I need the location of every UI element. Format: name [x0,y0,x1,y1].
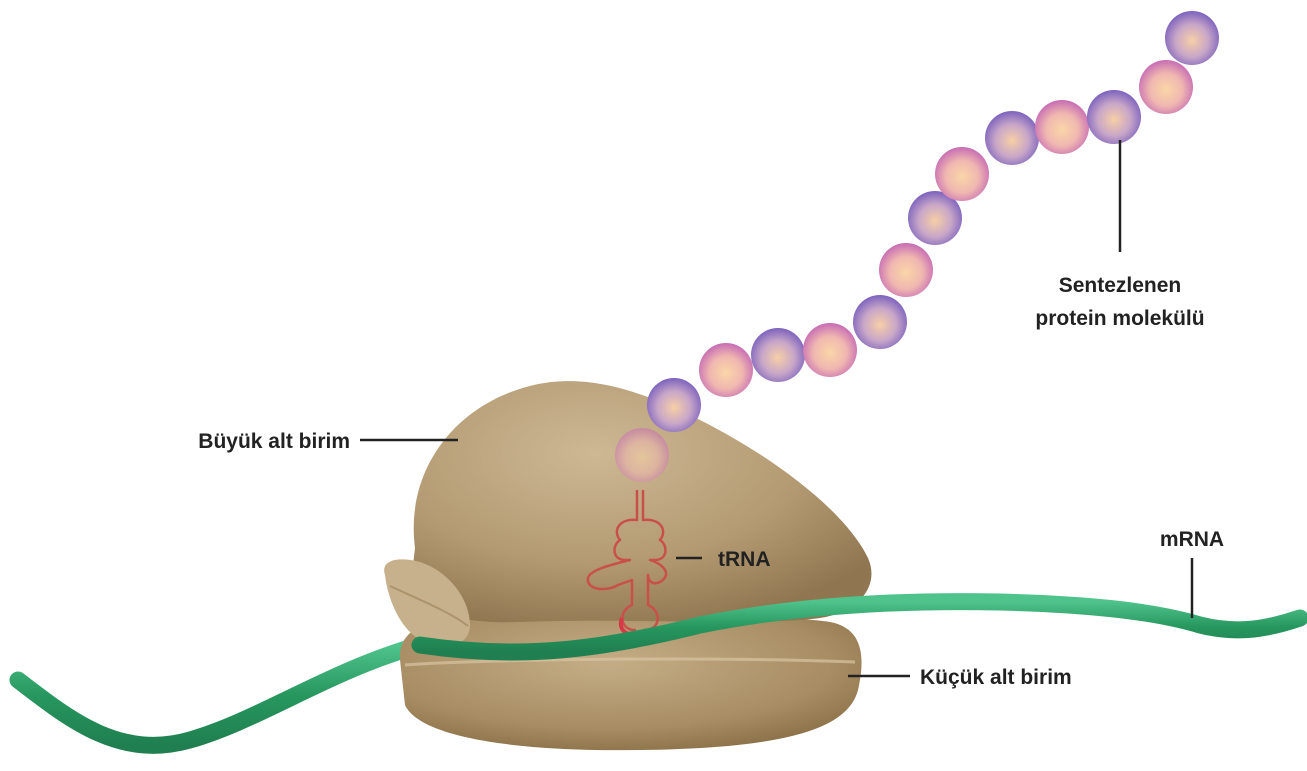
amino-acid-bead [1139,60,1193,114]
amino-acid-bead [879,243,933,297]
amino-acid-bead [1165,11,1219,65]
protein-label-line1: Sentezlenen [1059,274,1182,297]
mrna-strand-back [18,645,420,745]
protein-label-line2: protein molekülü [1035,307,1204,330]
amino-acid-bead [985,111,1039,165]
amino-acid-bead [751,328,805,382]
large-subunit-label: Büyük alt birim [198,430,350,453]
small-subunit-label: Küçük alt birim [920,666,1072,689]
amino-acid-bead [647,378,701,432]
amino-acid-bead [1087,90,1141,144]
mrna-label: mRNA [1160,528,1224,551]
amino-acid-bead [615,428,669,482]
amino-acid-bead [1035,100,1089,154]
trna-label: tRNA [718,548,771,571]
amino-acid-bead [803,323,857,377]
amino-acid-bead [935,147,989,201]
protein-chain [615,11,1219,482]
amino-acid-bead [853,295,907,349]
amino-acid-bead [699,343,753,397]
